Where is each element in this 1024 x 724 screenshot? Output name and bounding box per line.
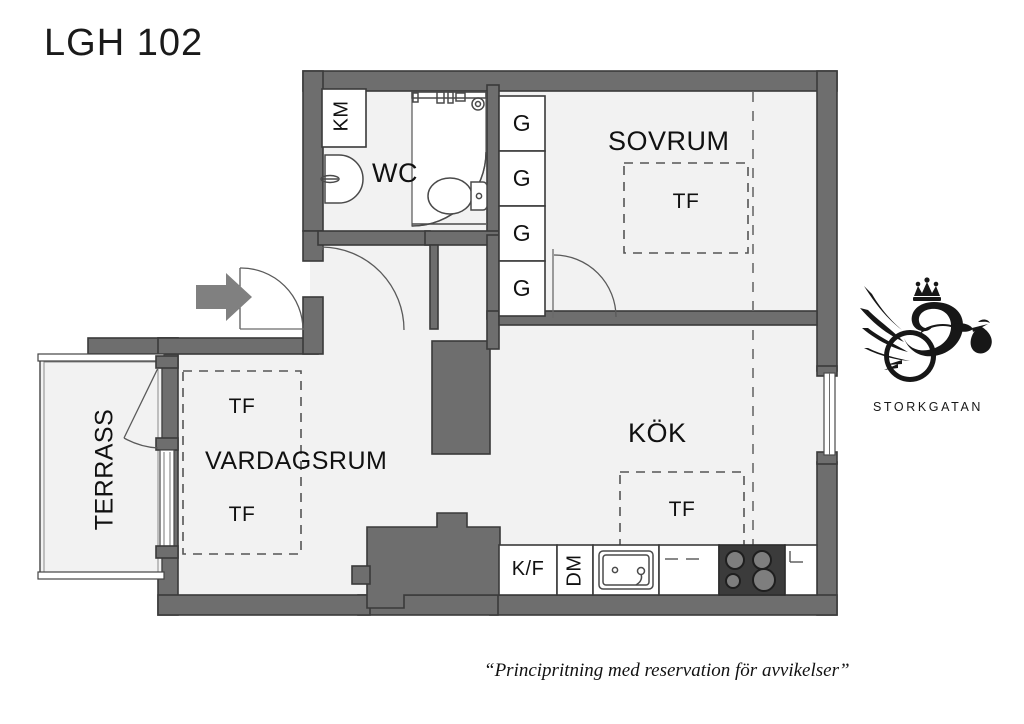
tf-label-vardagsrum-bottom: TF	[228, 503, 256, 526]
closet-label-g-1: G	[512, 110, 532, 136]
terrace-area	[37, 353, 165, 580]
room-label-kok: KÖK	[628, 418, 687, 448]
appliance-label-dm: DM	[563, 554, 586, 587]
kitchen-sink	[598, 550, 654, 590]
room-label-vardagsrum: VARDAGSRUM	[205, 447, 388, 475]
stove-cooktop	[718, 544, 786, 596]
kitchen-counter	[498, 544, 818, 596]
tf-box-sovrum	[623, 162, 749, 254]
terrace-door	[123, 367, 159, 449]
room-label-wc: WC	[372, 158, 418, 188]
tf-label-kok: TF	[668, 498, 696, 521]
floor-area	[178, 78, 830, 608]
closet-boxes	[498, 95, 546, 317]
bedroom-door	[552, 249, 617, 318]
kitchen-window-east	[816, 365, 838, 465]
room-label-terrass: TERRASS	[90, 408, 119, 531]
tf-label-vardagsrum-top: TF	[228, 395, 256, 418]
disclaimer-caption: “Principritning med reservation för avvi…	[484, 660, 850, 681]
tf-label-sovrum: TF	[672, 190, 700, 213]
interior-walls	[317, 84, 818, 609]
stork-with-crown-icon	[860, 277, 992, 382]
appliance-label-kf: K/F	[511, 558, 545, 580]
brand-name: STORKGATAN	[872, 400, 984, 414]
page-title: LGH 102	[44, 22, 204, 64]
terrace-door-window	[155, 355, 179, 559]
closet-label-g-4: G	[512, 275, 532, 301]
room-label-sovrum: SOVRUM	[608, 126, 730, 156]
toilet	[427, 177, 488, 215]
wc-door	[321, 246, 405, 331]
tf-box-vardagsrum	[182, 370, 302, 555]
appliance-label-km: KM	[330, 100, 353, 132]
brand-logo: STORKGATAN	[858, 272, 998, 432]
wash-basin	[320, 154, 364, 204]
entrance-arrow	[196, 273, 252, 321]
closet-label-g-3: G	[512, 220, 532, 246]
washing-machine	[321, 88, 367, 148]
closet-label-g-2: G	[512, 165, 532, 191]
